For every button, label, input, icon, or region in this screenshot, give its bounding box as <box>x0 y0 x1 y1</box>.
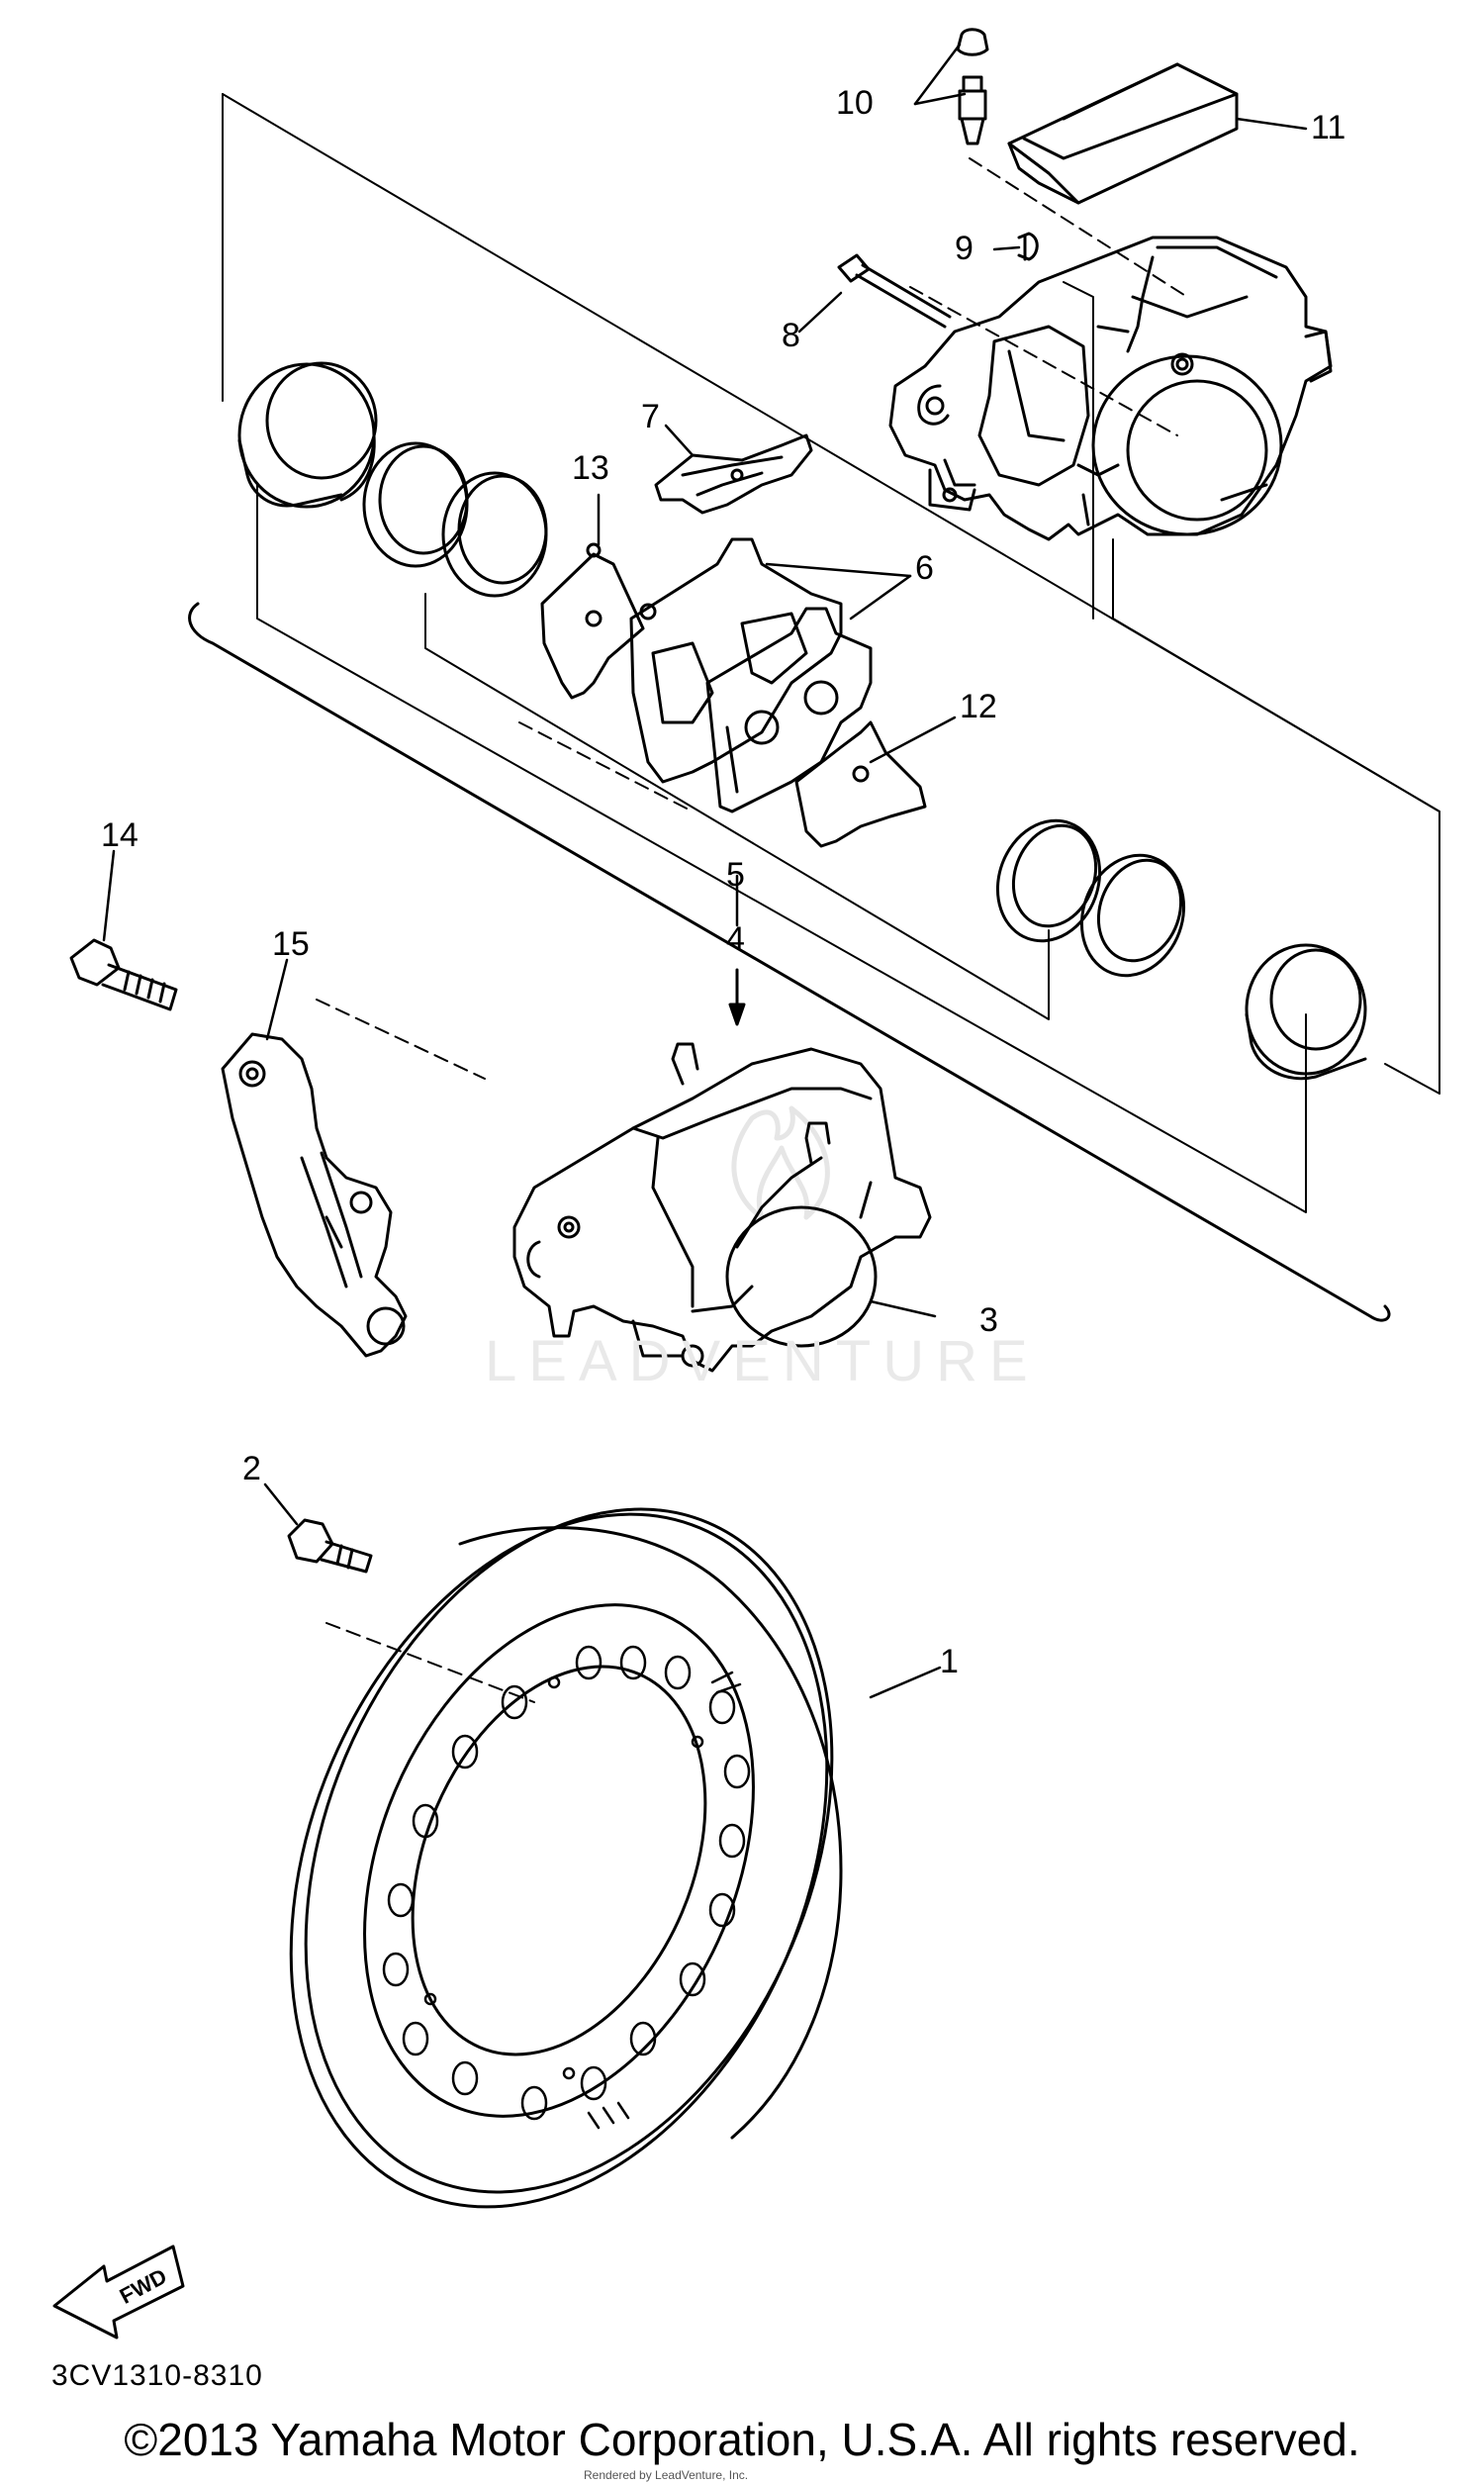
caliper-bracket-part <box>221 1032 408 1358</box>
item-4-arrow-icon <box>728 968 746 1026</box>
callout-11: 11 <box>1311 109 1345 146</box>
diagram-code: 3CV1310-8310 <box>51 2359 263 2392</box>
brake-pad-front-part <box>629 537 843 784</box>
callout-13: 13 <box>572 449 609 487</box>
callout-2: 2 <box>242 1450 261 1487</box>
piston-seal-right-part <box>995 818 1186 978</box>
brake-pad-rear-part <box>705 607 873 813</box>
pad-pin-part <box>837 253 952 329</box>
callout-7: 7 <box>641 398 660 435</box>
piston-left-part <box>237 361 378 509</box>
copyright-notice: ©2013 Yamaha Motor Corporation, U.S.A. A… <box>124 2414 1360 2465</box>
watermark-text: LEADVENTURE <box>485 1329 1040 1393</box>
upper-caliper-body-part <box>888 236 1333 541</box>
mount-bolt-14-part <box>69 938 178 1011</box>
pad-shim-12-part <box>794 720 927 848</box>
callout-15: 15 <box>272 925 310 963</box>
piston-seal-left-part <box>362 441 548 598</box>
callout-1: 1 <box>940 1643 959 1680</box>
dashed-leaders-upper <box>316 157 1188 1703</box>
disc-bolt-2-part <box>287 1518 373 1574</box>
callout-leaders <box>102 43 1308 1699</box>
callout-8: 8 <box>782 317 800 354</box>
callout-4: 4 <box>726 920 745 958</box>
watermark-flame-icon <box>731 1105 830 1220</box>
assembly-outline-lines <box>222 93 1440 1213</box>
rendered-note: Rendered by LeadVenture, Inc. <box>584 2468 749 2482</box>
fwd-label: FWD <box>116 2263 171 2309</box>
pad-shim-13-part <box>540 542 645 700</box>
lower-caliper-body-part <box>512 1042 932 1373</box>
callout-6: 6 <box>915 549 934 587</box>
callout-5: 5 <box>726 856 745 894</box>
bleed-screw-part <box>956 28 989 145</box>
callout-9: 9 <box>955 230 974 267</box>
piston-right-part <box>1245 943 1367 1081</box>
pad-clip-part <box>1017 232 1039 261</box>
callout-12: 12 <box>960 688 997 725</box>
brake-disc-part <box>289 1507 843 2209</box>
section-divider-line <box>188 602 1391 1322</box>
callout-14: 14 <box>101 816 139 854</box>
pad-spring-part <box>654 433 813 515</box>
fwd-arrow-icon <box>52 2245 185 2340</box>
callout-10: 10 <box>836 84 874 122</box>
callout-3: 3 <box>979 1301 998 1339</box>
pad-cover-part <box>1007 62 1239 205</box>
